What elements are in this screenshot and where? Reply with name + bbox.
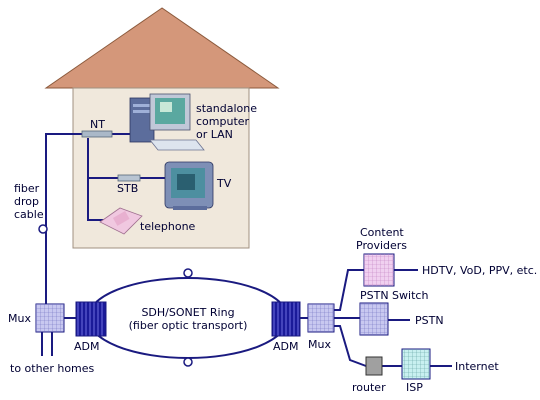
content-label: Content	[360, 226, 404, 239]
mux-left-texture	[36, 304, 64, 332]
nt-device	[81, 130, 113, 138]
house-roof	[44, 7, 280, 89]
internet-label: Internet	[455, 360, 499, 373]
nt-label: NT	[90, 118, 105, 131]
mux-right-label: Mux	[308, 338, 331, 351]
ring-title: SDH/SONET Ring	[141, 306, 234, 319]
adm-right-label: ADM	[273, 340, 299, 353]
telephone-icon	[99, 207, 143, 235]
mux-content-link	[332, 269, 364, 311]
adm-right-box	[271, 301, 301, 337]
pstn-switch-label: PSTN Switch	[360, 289, 428, 302]
adm-left-box	[75, 301, 107, 337]
router-label: router	[352, 381, 386, 394]
to-other-homes-lines	[41, 330, 53, 356]
tv-icon	[164, 161, 214, 210]
fiber-label: fiber	[14, 182, 40, 195]
ring-marker-bottom	[183, 357, 193, 367]
pstn-label: PSTN	[415, 314, 444, 327]
fiber-drop-cable	[45, 133, 82, 305]
providers-label: Providers	[356, 239, 407, 252]
stb-device	[117, 174, 141, 182]
isp-label: ISP	[406, 381, 423, 394]
mux-right-texture	[308, 304, 334, 332]
telephone-label: telephone	[140, 220, 196, 233]
to-other-homes-label: to other homes	[10, 362, 95, 375]
or-lan-label: or LAN	[196, 128, 233, 141]
standalone-label: standalone	[196, 102, 257, 115]
computer-label: computer	[196, 115, 250, 128]
content-providers-texture	[364, 254, 394, 286]
ring-marker-top	[183, 268, 193, 278]
isp-texture	[402, 349, 430, 379]
pstn-switch-texture	[360, 303, 388, 335]
computer-icon	[129, 93, 205, 151]
cable-label: cable	[14, 208, 44, 221]
mux-router-link	[332, 325, 367, 367]
drop-label: drop	[14, 195, 39, 208]
adm-left-label: ADM	[74, 340, 100, 353]
ring-subtitle: (fiber optic transport)	[129, 319, 248, 332]
tv-label: TV	[216, 177, 232, 190]
router-box	[365, 356, 383, 376]
stb-label: STB	[117, 182, 138, 195]
hdtv-label: HDTV, VoD, PPV, etc.	[422, 264, 537, 277]
cable-loop-marker	[38, 224, 48, 234]
mux-left-label: Mux	[8, 312, 31, 325]
